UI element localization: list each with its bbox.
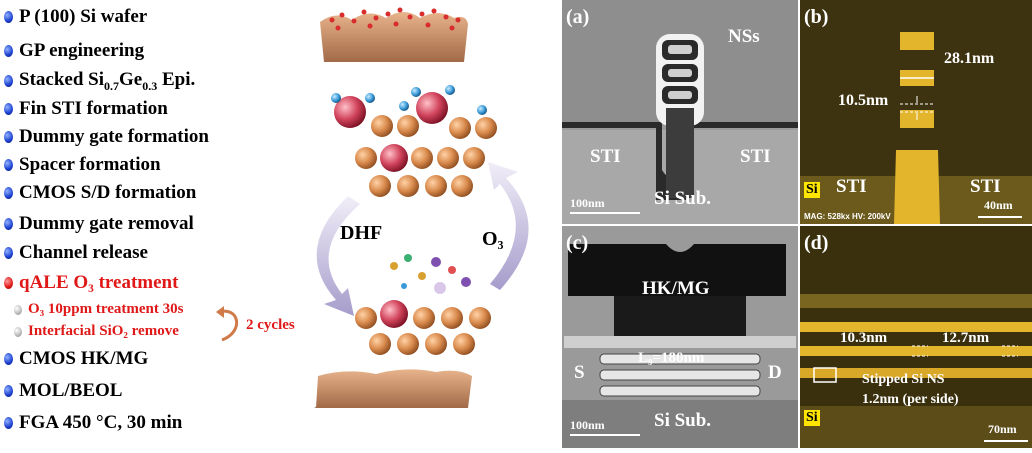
source-label: S xyxy=(574,362,585,383)
bullet-icon xyxy=(4,385,13,397)
sti-left-label: STI xyxy=(836,176,867,197)
si-element-tag: Si xyxy=(804,410,820,426)
step-7: CMOS S/D formation xyxy=(4,182,196,204)
panel-b-image xyxy=(800,0,1032,224)
panel-c-label: (c) xyxy=(566,232,589,254)
qale-schematic: DHF O₃ xyxy=(296,0,560,448)
bullet-icon xyxy=(4,45,13,57)
bullet-icon xyxy=(4,103,13,115)
hkmg-label: HK/MG xyxy=(642,278,710,299)
stripped-amount-note: 1.2nm (per side) xyxy=(862,392,959,407)
dhf-arrow xyxy=(316,196,360,316)
schematic-drawing xyxy=(314,7,529,408)
bullet-icon xyxy=(4,131,13,143)
bottom-surface-slab xyxy=(314,369,472,408)
step-12: MOL/BEOL xyxy=(4,380,122,402)
bullet-icon xyxy=(14,326,22,337)
bullet-icon xyxy=(14,304,22,315)
scale-bar-a: 100nm xyxy=(570,196,605,210)
o3-arrow xyxy=(488,162,529,290)
width-dimension: 28.1nm xyxy=(944,50,995,67)
bullet-icon xyxy=(4,159,13,171)
bullet-icon xyxy=(4,353,13,365)
bullet-icon xyxy=(4,218,13,230)
step-1: P (100) Si wafer xyxy=(4,6,147,28)
panel-a-image xyxy=(562,0,798,224)
process-flow: P (100) Si wafer GP engineering Stacked … xyxy=(0,0,320,448)
cycle-arrow-icon xyxy=(216,306,239,342)
lattice-top xyxy=(331,85,497,197)
stripped-ns-note: Stipped Si NS xyxy=(862,372,945,387)
sub-step-2: Interfacial SiO₂ remove xyxy=(14,323,179,340)
sub-step-1: O₃ 10ppm treatment 30s xyxy=(14,301,183,318)
si-sub-label: Si Sub. xyxy=(654,188,712,209)
sti-right-label: STI xyxy=(740,146,771,167)
sti-right-label: STI xyxy=(970,176,1001,197)
step-3: Stacked Si0.7Ge0.3 Epi. xyxy=(4,69,195,94)
step-8: Dummy gate removal xyxy=(4,213,194,235)
step-11: CMOS HK/MG xyxy=(4,348,148,370)
si-element-tag: Si xyxy=(804,182,820,198)
panel-a-label: (a) xyxy=(566,6,590,28)
scale-bar-d: 70nm xyxy=(988,422,1017,436)
panel-c: (c) HK/MG L₉=180nm S D Si Sub. 100nm xyxy=(562,226,798,448)
nss-label: NSs xyxy=(728,26,760,47)
step-9: Channel release xyxy=(4,242,148,264)
o3-label: O₃ xyxy=(482,228,504,250)
step-6: Spacer formation xyxy=(4,154,161,176)
thickness-dimension-2: 12.7nm xyxy=(942,330,990,346)
panel-b-label: (b) xyxy=(804,6,829,28)
bullet-icon xyxy=(4,277,13,289)
si-sub-label: Si Sub. xyxy=(654,410,712,431)
bullet-icon xyxy=(4,247,13,259)
drain-label: D xyxy=(768,362,782,383)
bullet-icon xyxy=(4,75,13,88)
panel-b: (b) 28.1nm 10.5nm STI STI Si MAG: 528kx … xyxy=(800,0,1032,224)
dhf-label: DHF xyxy=(340,222,383,244)
step-5: Dummy gate formation xyxy=(4,126,209,148)
step-13: FGA 450 °C, 30 min xyxy=(4,412,182,434)
mag-readout: MAG: 528kx HV: 200kV xyxy=(804,212,891,221)
thickness-dimension-1: 10.3nm xyxy=(840,330,888,346)
bullet-icon xyxy=(4,11,13,23)
gate-length-label: L₉=180nm xyxy=(638,350,705,366)
scale-bar-b: 40nm xyxy=(984,198,1013,212)
step-2: GP engineering xyxy=(4,40,144,62)
panel-d-label: (d) xyxy=(804,232,829,254)
bullet-icon xyxy=(4,187,13,199)
top-surface-slab xyxy=(320,7,468,62)
panel-d: (d) 10.3nm 12.7nm Stipped Si NS 1.2nm (p… xyxy=(800,226,1032,448)
panel-d-image xyxy=(800,226,1032,448)
stacked-epi-label: Stacked Si0.7Ge0.3 Epi. xyxy=(19,69,196,93)
panel-a: (a) NSs STI STI Si Sub. 100nm xyxy=(562,0,798,224)
cycles-label: 2 cycles xyxy=(246,317,295,333)
lattice-bottom xyxy=(355,254,491,355)
panel-c-image xyxy=(562,226,798,448)
scale-bar-c: 100nm xyxy=(570,418,605,432)
sti-left-label: STI xyxy=(590,146,621,167)
step-4: Fin STI formation xyxy=(4,98,168,120)
bullet-icon xyxy=(4,417,13,429)
step-10: qALE O₃ treatment xyxy=(4,272,178,294)
spacing-dimension: 10.5nm xyxy=(838,92,889,109)
